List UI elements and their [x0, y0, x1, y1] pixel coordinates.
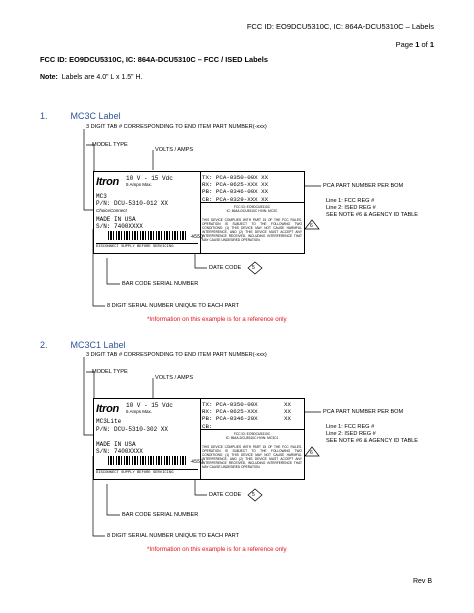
label-cb: CB:: [202, 422, 213, 430]
section-1-heading: 1. MC3C Label: [40, 111, 121, 121]
fcc-badge: 6: [310, 223, 313, 229]
callout-model-type: MODEL TYPE: [92, 369, 128, 375]
label-tx: TX: PCA-0350-00X XX: [202, 174, 269, 181]
callout-line2: Line 2: ISED REG #: [326, 205, 376, 211]
label-serial: S/N: 7400XXXX: [96, 448, 143, 455]
label-brand-tag: ChoiceConnect: [96, 208, 127, 213]
callout-date-code: DATE CODE: [209, 492, 242, 498]
reference-note: *Information on this example is for a re…: [147, 546, 287, 553]
callout-line2: Line 2: ISED REG #: [326, 431, 376, 437]
label-amps: 5 Amps Max.: [126, 182, 153, 187]
label-model: MC3Lite: [96, 418, 122, 425]
label-divider: [200, 399, 201, 479]
fcc-badge: 6: [310, 450, 313, 456]
label-tx: TX: PCA-0350-00X: [202, 401, 258, 408]
label-volts: 10 V - 15 Vdc: [126, 175, 173, 182]
section-number: 1.: [40, 111, 48, 121]
itron-logo: Itron: [96, 176, 119, 188]
callout-tab-number: 3 DIGIT TAB # CORRESPONDING TO END ITEM …: [86, 124, 267, 130]
callout-serial-number: 8 DIGIT SERIAL NUMBER UNIQUE TO EACH PAR…: [107, 303, 239, 309]
label-made-in: MADE IN USA: [96, 441, 136, 448]
label-fcc-id: FCC ID: EO9DCU5310C: [233, 432, 271, 436]
label-pca-revs: XX XX XX: [284, 401, 291, 423]
date-badge: 5: [252, 265, 255, 271]
label-amps: 5 Amps Max.: [126, 409, 153, 414]
label-made-in: MADE IN USA: [96, 216, 136, 223]
label-pca-block: TX: PCA-0350-00X XX RX: PCA-0625-XXX XX …: [202, 174, 268, 203]
itron-logo: Itron: [96, 403, 119, 415]
label-part-number: P/N: DCU-5310-012 XX: [96, 200, 169, 207]
callout-pca-part: PCA PART NUMBER PER BOM: [323, 409, 404, 415]
label-hline: [200, 202, 304, 203]
label-pb: PB: PCA-0346-00X XX: [202, 188, 269, 196]
label-hline: [200, 429, 304, 430]
reference-note: *Information on this example is for a re…: [147, 316, 287, 323]
label-model: MC3: [96, 193, 107, 200]
label-divider: [200, 172, 201, 253]
page-total: 1: [429, 40, 434, 49]
callout-see-note: SEE NOTE #6 & AGENCY ID TABLE: [326, 438, 419, 444]
label-compliance: THIS DEVICE COMPLIES WITH PART 15 OF THE…: [202, 445, 302, 469]
label-rx: RX: PCA-0625-XXX: [202, 408, 258, 416]
callout-line1: Line 1: FCC REG #: [326, 198, 375, 204]
label-part-number: P/N: DCU-5310-302 XX: [96, 426, 169, 433]
label-fcc-id: FCC ID: EO9DCU5310C: [233, 205, 271, 209]
page-number: Page 1 of 1: [396, 40, 434, 49]
page-of: of: [419, 40, 430, 49]
label-ic: IC: 864A-DCU5310C HVIN: MC3C: [226, 209, 278, 213]
callout-model-type: MODEL TYPE: [92, 142, 128, 148]
label-cb: CB: PCA-0329-XXX XX: [202, 195, 269, 203]
callout-see-note: SEE NOTE #6 & AGENCY ID TABLE: [326, 212, 419, 218]
revision-footer: Rev B: [412, 578, 432, 585]
barcode-graphic: [108, 231, 188, 240]
running-header: FCC ID: EO9DCU5310C, IC: 864A-DCU5310C –…: [247, 22, 434, 31]
label-pb: PB: PCA-0346-20X: [202, 415, 258, 423]
note-text: Labels are 4.0” L x 1.5” H.: [61, 74, 143, 81]
callout-volts-amps: VOLTS / AMPS: [155, 147, 194, 153]
label-date-code: 455Q: [191, 459, 204, 465]
label-disconnect: DISCONNECT SUPPLY BEFORE SERVICING: [96, 243, 198, 249]
label-agency-ids: FCC ID: EO9DCU5310C IC: 864A-DCU5310C HV…: [202, 432, 302, 440]
label-pb-rev: XX: [284, 415, 291, 423]
label-rx-rev: XX: [284, 408, 291, 416]
label-mc3c1: Itron 10 V - 15 Vdc 5 Amps Max. MC3Lite …: [93, 398, 305, 480]
label-disconnect: DISCONNECT SUPPLY BEFORE SERVICING: [96, 469, 198, 475]
label-agency-ids: FCC ID: EO9DCU5310C IC: 864A-DCU5310C HV…: [202, 205, 302, 213]
callout-volts-amps: VOLTS / AMPS: [155, 375, 194, 381]
label-compliance: THIS DEVICE COMPLIES WITH PART 15 OF THE…: [202, 218, 302, 242]
barcode-graphic: [108, 456, 188, 465]
callout-line1: Line 1: FCC REG #: [326, 424, 375, 430]
label-mc3c: Itron 10 V - 15 Vdc 5 Amps Max. MC3 P/N:…: [93, 171, 305, 254]
label-pca-block: TX: PCA-0350-00X RX: PCA-0625-XXX PB: PC…: [202, 401, 258, 430]
callout-serial-number: 8 DIGIT SERIAL NUMBER UNIQUE TO EACH PAR…: [107, 533, 239, 539]
label-serial: S/N: 7400XXXX: [96, 223, 143, 230]
page-prefix: Page: [395, 40, 416, 49]
callout-pca-part: PCA PART NUMBER PER BOM: [323, 183, 404, 189]
section-title: MC3C Label: [70, 111, 121, 121]
note: Note: Labels are 4.0” L x 1.5” H.: [40, 74, 142, 81]
callout-date-code: DATE CODE: [209, 265, 242, 271]
header-title: FCC ID: EO9DCU5310C, IC: 864A-DCU5310C –…: [246, 22, 434, 31]
date-badge: 5: [252, 492, 255, 498]
label-volts: 10 V - 15 Vdc: [126, 402, 173, 409]
callout-tab-number: 3 DIGIT TAB # CORRESPONDING TO END ITEM …: [86, 352, 267, 358]
label-date-code: 455Q: [191, 234, 204, 240]
section-number: 2.: [40, 340, 48, 350]
page-current: 1: [415, 40, 420, 49]
document-title: FCC ID: EO9DCU5310C, IC: 864A-DCU5310C –…: [40, 55, 268, 64]
note-label: Note:: [40, 74, 58, 81]
label-rx: RX: PCA-0625-XXX XX: [202, 181, 269, 189]
label-ic: IC: 864A-DCU5310C HVIN: MC3C1: [225, 436, 279, 440]
callout-bar-code: BAR CODE SERIAL NUMBER: [122, 281, 199, 287]
section-title: MC3C1 Label: [70, 340, 126, 350]
section-2-heading: 2. MC3C1 Label: [40, 340, 126, 350]
label-tx-rev: XX: [284, 401, 291, 408]
callout-bar-code: BAR CODE SERIAL NUMBER: [122, 512, 199, 518]
